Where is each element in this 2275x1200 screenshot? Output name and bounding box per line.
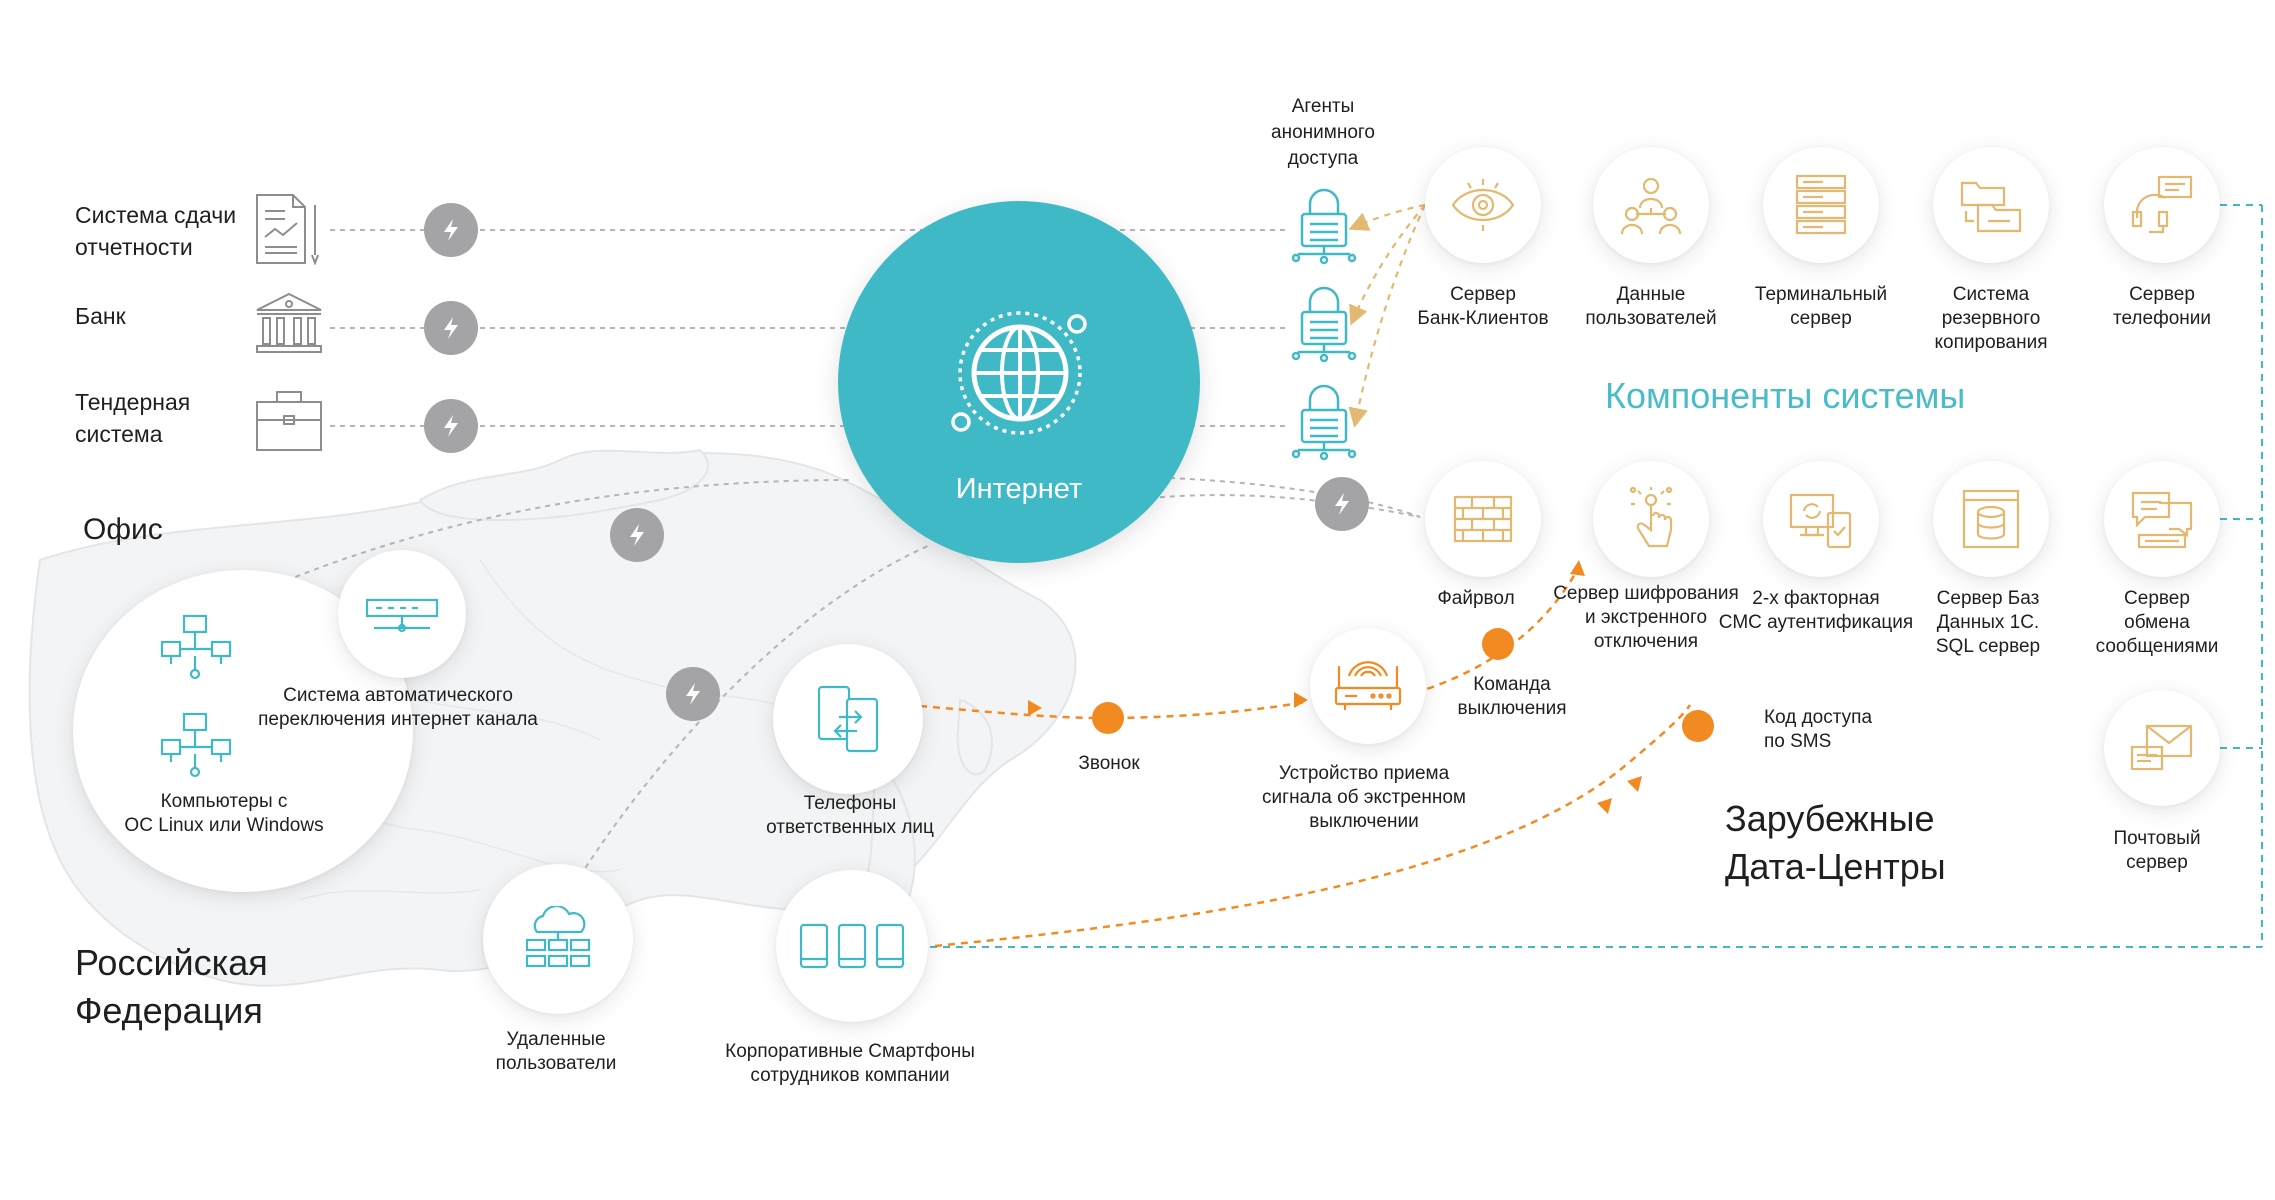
internet-label: Интернет xyxy=(955,473,1083,505)
user-data-node xyxy=(1593,147,1709,263)
lightning-icon xyxy=(424,399,478,453)
bank-client-server-label: Сервер Банк-Клиентов xyxy=(1417,284,1549,329)
emergency-receiver-node xyxy=(1310,628,1426,744)
responsible-phones-label: Телефоны ответственных лиц xyxy=(766,793,934,838)
router-icon xyxy=(1334,661,1402,710)
internet-circle: Интернет xyxy=(838,201,1200,563)
messaging-server-node xyxy=(2104,461,2220,577)
database-server-node xyxy=(1933,461,2049,577)
mail-server-label: Почтовый сервер xyxy=(2113,828,2201,873)
database-server-icon xyxy=(1962,489,2020,549)
corporate-smartphones-label: Корпоративные Смартфоны сотрудников комп… xyxy=(725,1041,975,1086)
backup-system-node xyxy=(1933,147,2049,263)
briefcase-icon xyxy=(256,391,322,451)
firewall-node xyxy=(1425,461,1541,577)
padlock-network-icon xyxy=(1291,384,1357,461)
terminal-server-node xyxy=(1763,147,1879,263)
office-title: Офис xyxy=(83,513,163,546)
encryption-server-label: Сервер шифрования и экстренного отключен… xyxy=(1553,583,1739,652)
lightning-icon xyxy=(610,508,664,562)
backup-system-label: Система резервного копирования xyxy=(1934,284,2048,353)
folders-backup-icon xyxy=(1960,181,2022,233)
lightning-icon xyxy=(666,667,720,721)
server-rack-icon xyxy=(1795,174,1847,235)
database-server-label: Сервер Баз Данных 1С. SQL сервер xyxy=(1935,588,2041,657)
internet-switch-label: Система автоматического переключения инт… xyxy=(258,685,538,730)
users-icon xyxy=(1620,177,1682,235)
padlock-network-icon xyxy=(1291,286,1357,363)
touch-hand-icon xyxy=(1629,486,1673,548)
shutdown-command-label: Команда выключения xyxy=(1457,674,1567,719)
remote-users-label: Удаленные пользователи xyxy=(495,1029,617,1074)
computers-network-icon xyxy=(160,614,232,680)
mail-server-node xyxy=(2104,690,2220,806)
network-switch-icon xyxy=(365,598,439,633)
cloud-servers-icon xyxy=(525,906,591,968)
headset-icon xyxy=(2131,175,2193,234)
lightning-icon xyxy=(424,301,478,355)
devices-sync-icon xyxy=(1789,493,1852,549)
computers-network-icon xyxy=(160,712,232,778)
user-data-label: Данные пользователей xyxy=(1585,284,1717,329)
bank-label: Банк xyxy=(75,303,126,329)
tender-system-label: Тендерная система xyxy=(75,389,191,447)
bank-building-icon xyxy=(256,292,322,353)
envelope-icon xyxy=(2130,724,2193,771)
telephony-server-node xyxy=(2104,147,2220,263)
foreign-datacenters-label: Зарубежные Дата-Центры xyxy=(1725,798,1946,887)
sms-dot xyxy=(1682,710,1714,742)
emergency-receiver-label: Устройство приема сигнала об экстренном … xyxy=(1262,763,1466,832)
shutdown-dot xyxy=(1482,628,1514,660)
internet-switch-node xyxy=(338,550,466,678)
brick-wall-icon xyxy=(1453,495,1513,543)
padlock-network-icon xyxy=(1291,188,1357,265)
chat-keyboard-icon xyxy=(2131,491,2193,549)
agents-label: Агенты анонимного доступа xyxy=(1271,96,1375,169)
messaging-server-label: Сервер обмена сообщениями xyxy=(2095,588,2219,657)
call-label: Звонок xyxy=(1078,753,1140,774)
eye-icon xyxy=(1451,179,1515,231)
reporting-system-label: Система сдачи отчетности xyxy=(75,202,237,260)
sms-auth-label: 2-х факторная СМС аутентификация xyxy=(1718,588,1914,633)
encryption-server-node xyxy=(1593,461,1709,577)
components-title: Компоненты системы xyxy=(1605,375,1966,416)
telephony-server-label: Сервер телефонии xyxy=(2113,284,2211,329)
lightning-icon xyxy=(424,203,478,257)
russia-label: Российская Федерация xyxy=(75,942,268,1031)
bank-client-server-node xyxy=(1425,147,1541,263)
phones-transfer-icon xyxy=(817,685,879,753)
responsible-phones-node xyxy=(773,644,923,794)
terminal-server-label: Терминальный сервер xyxy=(1754,284,1888,329)
call-dot xyxy=(1092,702,1124,734)
globe-icon xyxy=(951,311,1087,435)
firewall-label: Файрвол xyxy=(1437,588,1515,609)
smartphones-icon xyxy=(799,923,905,969)
corporate-smartphones-node xyxy=(776,870,928,1022)
document-chart-icon xyxy=(256,194,319,265)
remote-users-node xyxy=(483,864,633,1014)
sms-code-label: Код доступа по SMS xyxy=(1764,707,1873,752)
lightning-icon xyxy=(1315,477,1369,531)
sms-auth-node xyxy=(1763,461,1879,577)
computers-label: Компьютеры с ОС Linux или Windows xyxy=(124,791,324,836)
